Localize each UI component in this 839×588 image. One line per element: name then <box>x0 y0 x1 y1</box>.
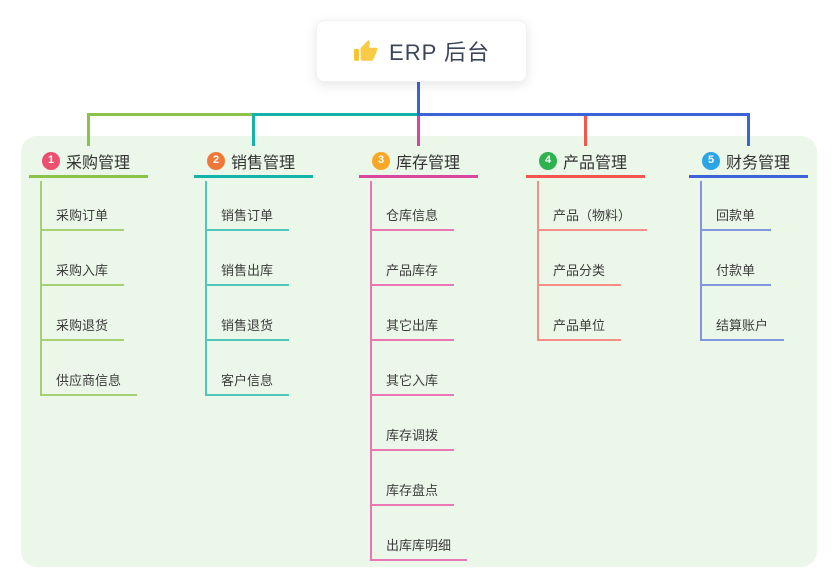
branch-3-spine-connector <box>370 181 372 561</box>
trunk-segment-blue <box>416 113 750 116</box>
branch-4-title[interactable]: 4 产品管理 <box>526 146 645 178</box>
branch-1-child-3[interactable]: 采购退货 <box>40 313 125 341</box>
branch-4-child-3[interactable]: 产品单位 <box>537 313 622 341</box>
branch-2-spine-connector <box>205 181 207 396</box>
branch-3-title[interactable]: 3 库存管理 <box>359 146 478 178</box>
branch-1-spine-connector <box>40 181 42 396</box>
branch-4-child-1-label: 产品（物料） <box>553 208 632 223</box>
branch-2-child-1-label: 销售订单 <box>221 208 274 223</box>
branch-1-child-3-label: 采购退货 <box>56 318 109 333</box>
branch-4-number-badge: 4 <box>539 151 557 170</box>
branch-2-child-3[interactable]: 销售退货 <box>205 313 290 341</box>
branch-3-number-badge: 3 <box>372 151 390 170</box>
branch-1-child-2-label: 采购入库 <box>56 263 109 278</box>
branch-3-child-6[interactable]: 库存盘点 <box>370 478 455 506</box>
branch-5-child-1-label: 回款单 <box>716 208 756 223</box>
trunk-segment-green <box>86 113 252 116</box>
branch-1-child-4[interactable]: 供应商信息 <box>40 368 138 396</box>
branch-5-number-badge: 5 <box>702 151 720 170</box>
branch-1-drop-connector <box>86 113 90 146</box>
branch-1-title[interactable]: 1 采购管理 <box>29 146 148 178</box>
branch-5-child-3[interactable]: 结算账户 <box>700 313 785 341</box>
branch-2-drop-connector <box>251 113 255 146</box>
branch-2-label: 销售管理 <box>231 154 296 172</box>
branch-2-number-badge: 2 <box>207 151 225 170</box>
branch-1-number-badge: 1 <box>42 151 60 170</box>
branch-3-child-1[interactable]: 仓库信息 <box>370 203 455 231</box>
branch-3-child-5-label: 库存调拨 <box>386 428 439 443</box>
thumbs-up-icon <box>353 38 379 64</box>
branch-3-child-2[interactable]: 产品库存 <box>370 258 455 286</box>
branch-5-child-2-label: 付款单 <box>716 263 756 278</box>
branch-4-spine-connector <box>537 181 539 341</box>
branch-5-child-2[interactable]: 付款单 <box>700 258 772 286</box>
branch-3-drop-connector <box>416 113 420 146</box>
branch-5-child-1[interactable]: 回款单 <box>700 203 772 231</box>
root-stem-connector <box>416 82 420 114</box>
branch-3-child-5[interactable]: 库存调拨 <box>370 423 455 451</box>
branch-4-drop-connector <box>583 113 587 146</box>
root-node[interactable]: ERP 后台 <box>316 20 527 82</box>
branch-3-child-4-label: 其它入库 <box>386 373 439 388</box>
branch-3-child-2-label: 产品库存 <box>386 263 439 278</box>
branch-5-child-3-label: 结算账户 <box>716 318 769 333</box>
branch-2-child-4[interactable]: 客户信息 <box>205 368 290 396</box>
branch-2-child-4-label: 客户信息 <box>221 373 274 388</box>
trunk-segment-teal <box>251 113 417 116</box>
branch-5-title[interactable]: 5 财务管理 <box>689 146 808 178</box>
branch-3-child-7-label: 出库库明细 <box>386 538 452 553</box>
branch-2-title[interactable]: 2 销售管理 <box>194 146 313 178</box>
branch-4-child-1[interactable]: 产品（物料） <box>537 203 648 231</box>
branch-1-child-4-label: 供应商信息 <box>56 373 122 388</box>
branch-3-label: 库存管理 <box>396 154 461 172</box>
branch-1-child-1-label: 采购订单 <box>56 208 109 223</box>
branch-3-child-3[interactable]: 其它出库 <box>370 313 455 341</box>
branch-5-label: 财务管理 <box>726 154 791 172</box>
branch-3-child-3-label: 其它出库 <box>386 318 439 333</box>
branch-1-label: 采购管理 <box>66 154 131 172</box>
branch-1-child-2[interactable]: 采购入库 <box>40 258 125 286</box>
mindmap-panel <box>21 136 817 567</box>
branch-4-child-2-label: 产品分类 <box>553 263 606 278</box>
branch-2-child-2[interactable]: 销售出库 <box>205 258 290 286</box>
root-node-label: ERP 后台 <box>389 40 490 65</box>
branch-4-child-3-label: 产品单位 <box>553 318 606 333</box>
branch-1-child-1[interactable]: 采购订单 <box>40 203 125 231</box>
branch-3-child-1-label: 仓库信息 <box>386 208 439 223</box>
branch-5-spine-connector <box>700 181 702 341</box>
branch-5-drop-connector <box>746 113 750 146</box>
branch-3-child-4[interactable]: 其它入库 <box>370 368 455 396</box>
branch-4-child-2[interactable]: 产品分类 <box>537 258 622 286</box>
branch-2-child-3-label: 销售退货 <box>221 318 274 333</box>
branch-3-child-7[interactable]: 出库库明细 <box>370 533 468 561</box>
branch-3-child-6-label: 库存盘点 <box>386 483 439 498</box>
branch-2-child-1[interactable]: 销售订单 <box>205 203 290 231</box>
branch-2-child-2-label: 销售出库 <box>221 263 274 278</box>
branch-4-label: 产品管理 <box>563 154 628 172</box>
